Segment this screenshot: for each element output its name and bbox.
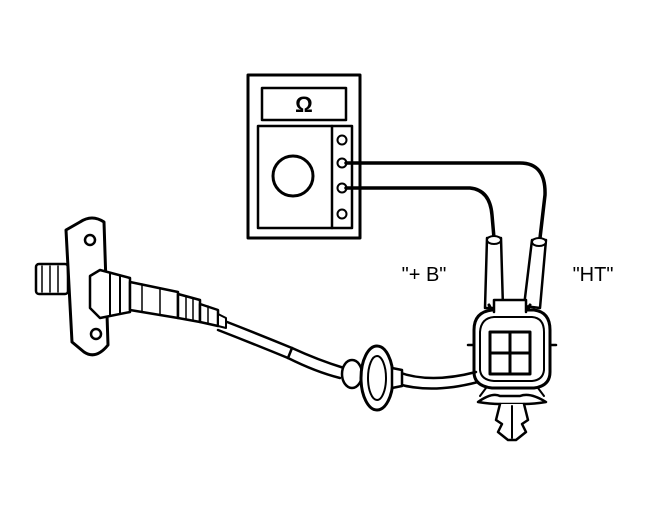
ohmmeter-panel [256,124,354,230]
mounting-flange [64,216,110,357]
sensor-tip [34,262,70,296]
test-lead-ht [344,161,547,240]
plus-b-label: "+ B" [402,264,447,286]
test-leads [344,161,548,327]
selector-dial [271,154,315,198]
terminal-4 [336,208,348,220]
ht-label: "HT" [573,264,614,286]
sensor-connector [466,298,558,442]
terminal-1 [336,134,348,146]
cable-grommet [340,344,404,412]
sensor-cable [216,318,480,390]
ohmmeter-display [260,86,348,122]
oxygen-sensor [34,216,227,357]
test-lead-plus-b [344,186,496,240]
probe-plus-b [483,235,505,327]
ohm-symbol: Ω [295,92,313,117]
ohmmeter: Ω [246,73,362,240]
